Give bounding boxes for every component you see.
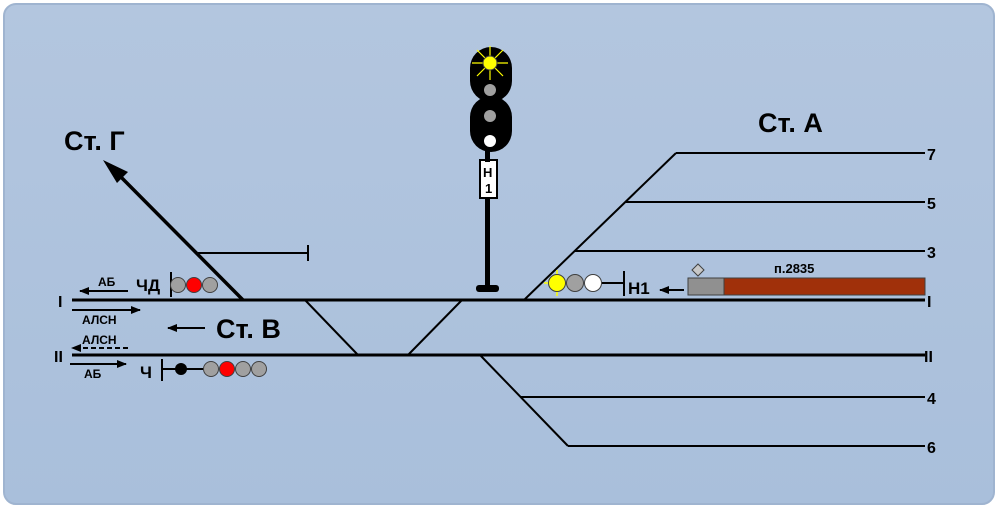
track-4-label: 4 xyxy=(927,391,936,408)
alsn-2-label: АЛСН xyxy=(82,333,117,347)
mast-base xyxy=(476,285,499,292)
signal-chd-lamp-1 xyxy=(170,277,186,293)
signal-ch-lamp-red xyxy=(219,361,235,377)
signal-ch-lamp-1 xyxy=(203,361,219,377)
background-panel xyxy=(3,3,995,505)
crossover-right xyxy=(407,299,463,356)
crossover-left xyxy=(304,299,359,356)
ab-bottom-label: АБ xyxy=(84,367,102,381)
alsn-1-label: АЛСН xyxy=(82,313,117,327)
signal-chd-lamp-3 xyxy=(202,277,218,293)
signal-chd-label: ЧД xyxy=(136,276,160,295)
station-a-label: Ст. А xyxy=(758,108,823,138)
signal-n1-dwarf xyxy=(544,270,625,296)
signal-ch-dwarf-lamp xyxy=(175,363,187,375)
signal-chd-lamp-red xyxy=(186,277,202,293)
train-cab xyxy=(687,277,725,296)
signal-n1-lamp-white xyxy=(584,274,602,292)
signal-head-upper xyxy=(470,47,512,102)
mast-plate-top-label: Н xyxy=(483,165,492,180)
station-g-arrow-icon xyxy=(103,160,128,183)
signal-head-lower xyxy=(470,96,512,152)
signal-ch-lamp-4 xyxy=(251,361,267,377)
signal-head-lamp-2 xyxy=(484,84,496,96)
signal-head-lamp-white xyxy=(484,135,496,147)
mast-plate-bottom-label: 1 xyxy=(485,181,492,196)
track-1-label-right: I xyxy=(927,294,931,311)
track-1-label-left: I xyxy=(58,294,62,311)
signal-ch-lamp-3 xyxy=(235,361,251,377)
pantograph-icon xyxy=(691,263,705,277)
signal-ch-label: Ч xyxy=(140,363,152,382)
signal-head-lamp-3 xyxy=(484,110,496,122)
train-body xyxy=(723,277,926,296)
signal-head-lamp-yellow xyxy=(482,55,498,71)
track-6-label: 6 xyxy=(927,440,936,457)
ladder-lower xyxy=(479,354,569,447)
branch-to-station-g xyxy=(110,166,245,302)
track-5-label: 5 xyxy=(927,196,936,213)
mast-neck xyxy=(485,150,490,162)
mast-pole xyxy=(485,196,490,288)
track-7-label: 7 xyxy=(927,147,936,164)
signal-n1-lamp-yellow xyxy=(548,274,566,292)
station-g-label: Ст. Г xyxy=(64,126,125,156)
station-v-label: Ст. В xyxy=(216,314,281,344)
track-2-label-left: II xyxy=(54,349,63,366)
train-number-label: п.2835 xyxy=(774,261,814,276)
ab-top-label: АБ xyxy=(98,275,116,289)
track-3-label: 3 xyxy=(927,245,936,262)
ladder-upper xyxy=(523,152,677,301)
signal-n1-label: Н1 xyxy=(628,279,650,298)
mast-signal-n1: Н 1 xyxy=(470,46,512,292)
track-2-label-right: II xyxy=(924,349,933,366)
signal-n1-lamp-grey xyxy=(566,274,584,292)
